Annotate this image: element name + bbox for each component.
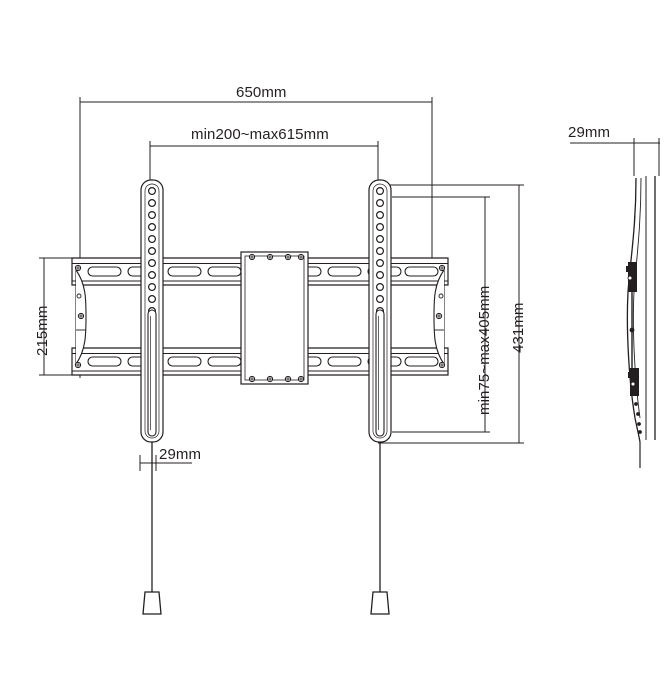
dimension-label-vesa-vertical: min75~max405mm [476, 285, 493, 415]
dimension-line-span [149, 141, 379, 182]
side-profile-view [626, 176, 656, 468]
dimension-line-431mm [378, 184, 524, 444]
dimension-label-29mm-side: 29mm [568, 124, 611, 141]
dimension-line-vesa-vertical [392, 196, 490, 433]
side-adjustment-holes [634, 402, 642, 434]
dimension-label-215mm: 215mm [34, 305, 51, 356]
release-pull-cord-right [370, 442, 390, 615]
arm-slot-right [375, 309, 385, 437]
dimension-label-650mm: 650mm [236, 84, 287, 101]
dimension-line-29mm-side [570, 138, 660, 176]
side-bracket-mid [629, 292, 635, 368]
center-wall-plate [240, 251, 309, 385]
rail-end-cap-right [433, 264, 446, 369]
dimension-label-431mm: 431mm [510, 302, 527, 353]
dimension-label-span: min200~max615mm [191, 126, 329, 143]
dimension-label-29mm-front: 29mm [159, 446, 202, 463]
side-bracket-top [626, 262, 637, 292]
arm-slot-left [147, 309, 157, 437]
side-bracket-bottom [628, 368, 639, 396]
dimension-line-29mm-front [139, 455, 192, 471]
rail-end-cap-left [74, 264, 87, 369]
release-pull-cord-left [142, 442, 162, 615]
